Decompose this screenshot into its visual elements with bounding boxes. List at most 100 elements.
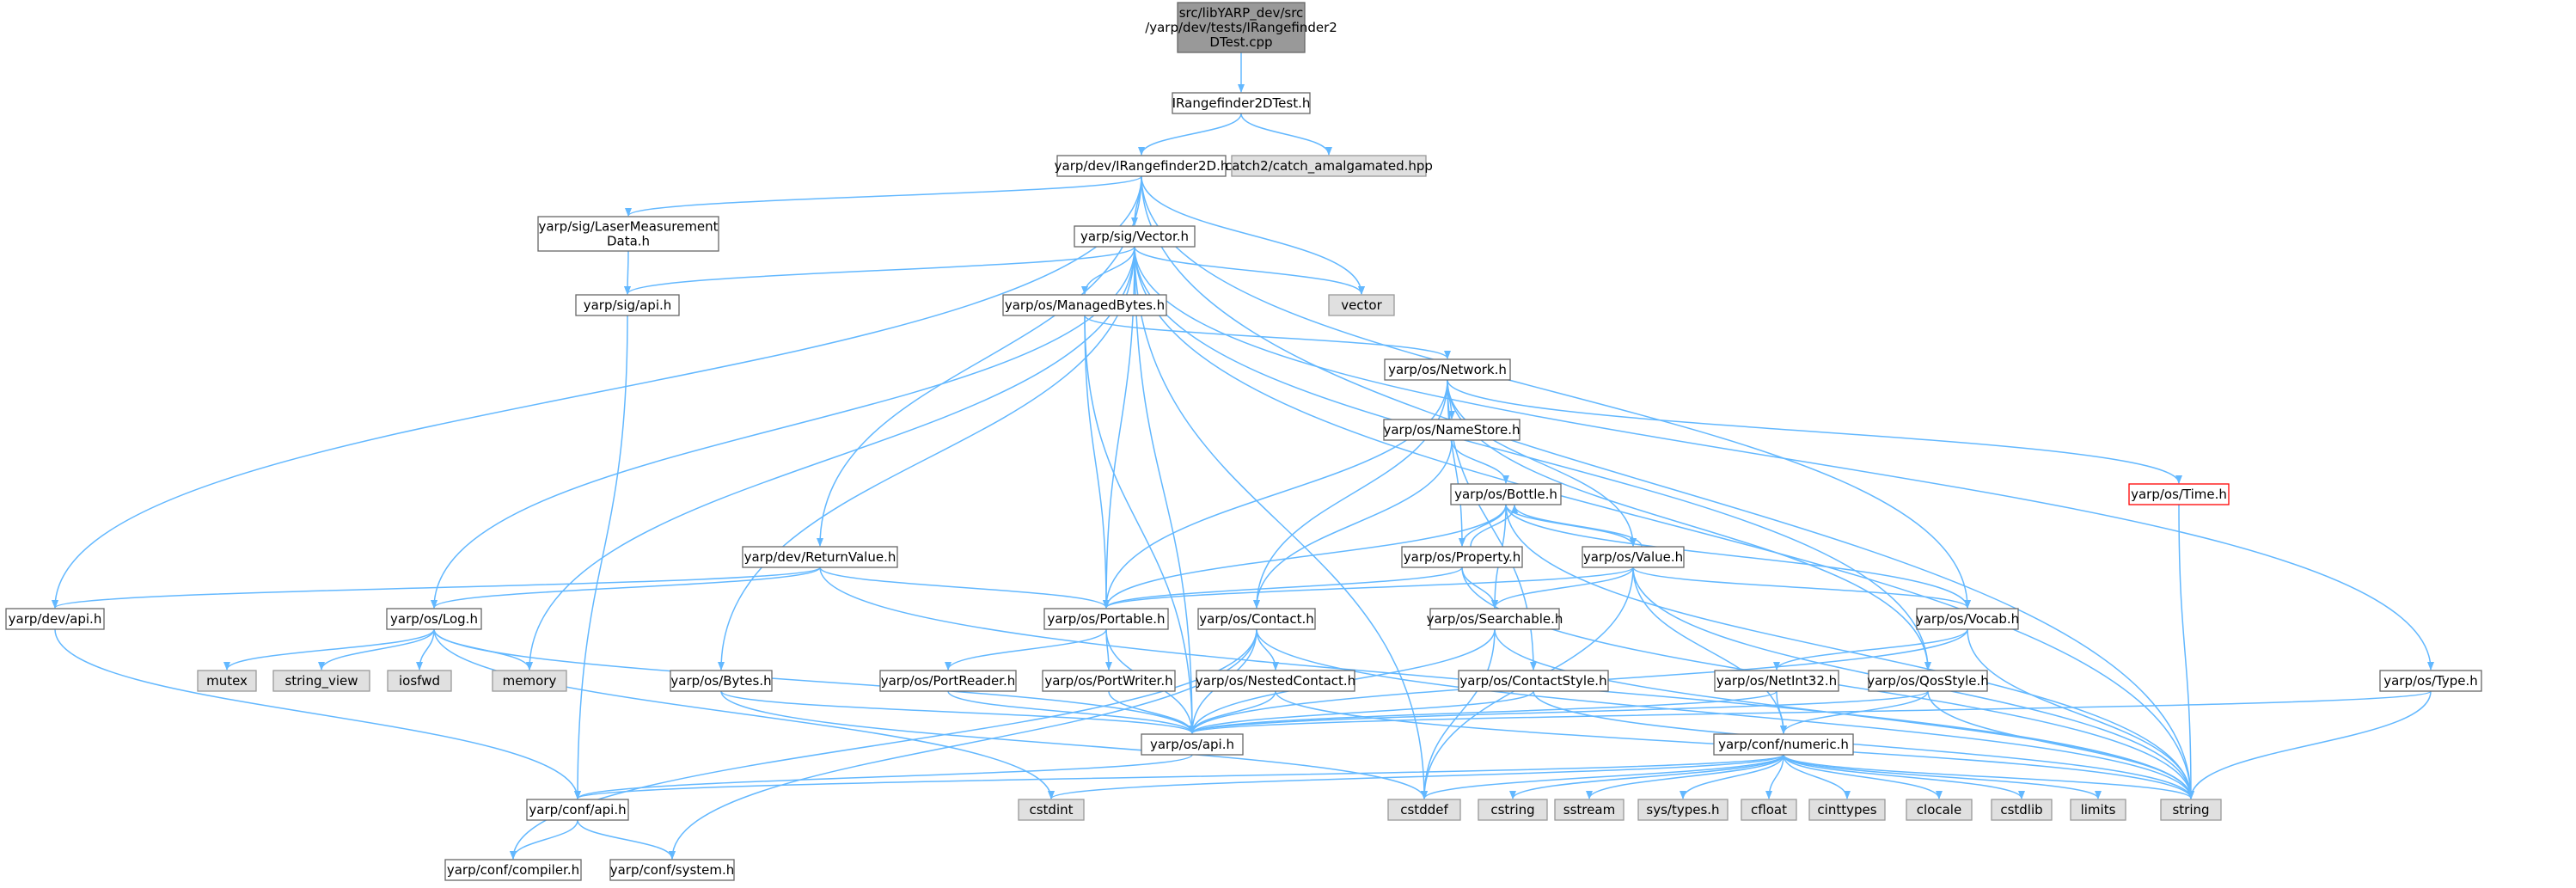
edge-vector_h-to-vector bbox=[1134, 246, 1365, 295]
node-box-managedbytes bbox=[1002, 294, 1167, 316]
node-irange_h[interactable]: yarp/dev/IRangefinder2D.h bbox=[1055, 155, 1229, 177]
node-cstdlib: cstdlib bbox=[1991, 799, 2053, 821]
node-bottle[interactable]: yarp/os/Bottle.h bbox=[1450, 483, 1562, 505]
node-box-bytes bbox=[670, 670, 773, 692]
node-label-portwriter-0: yarp/os/PortWriter.h bbox=[1044, 673, 1172, 689]
node-label-searchable-0: yarp/os/Searchable.h bbox=[1427, 611, 1563, 627]
edge-log-to-mutex bbox=[223, 628, 435, 671]
node-numeric[interactable]: yarp/conf/numeric.h bbox=[1713, 733, 1854, 756]
node-managedbytes[interactable]: yarp/os/ManagedBytes.h bbox=[1002, 294, 1167, 316]
edge-value-to-searchable bbox=[1491, 566, 1634, 609]
node-system[interactable]: yarp/conf/system.h bbox=[609, 859, 735, 881]
node-returnvalue[interactable]: yarp/dev/ReturnValue.h bbox=[742, 546, 898, 568]
edge-vector_h-to-memory bbox=[526, 246, 1135, 671]
node-vector_h[interactable]: yarp/sig/Vector.h bbox=[1074, 225, 1196, 248]
node-systypes: sys/types.h bbox=[1637, 799, 1729, 821]
node-box-iosfwd bbox=[387, 670, 452, 692]
node-netint32[interactable]: yarp/os/NetInt32.h bbox=[1714, 670, 1839, 692]
edge-qosstyle-to-os_api bbox=[1189, 690, 1929, 734]
node-bytes[interactable]: yarp/os/Bytes.h bbox=[670, 670, 773, 692]
node-box-property bbox=[1401, 546, 1523, 568]
node-portable[interactable]: yarp/os/Portable.h bbox=[1043, 608, 1169, 630]
node-portwriter[interactable]: yarp/os/PortWriter.h bbox=[1042, 670, 1176, 692]
edge-vector_h-to-bytes bbox=[718, 246, 1135, 671]
edge-irange_h-to-string bbox=[1141, 175, 2194, 799]
node-property[interactable]: yarp/os/Property.h bbox=[1401, 546, 1523, 568]
node-label-systypes-0: sys/types.h bbox=[1646, 802, 1719, 818]
node-box-log bbox=[386, 608, 482, 630]
node-box-portable bbox=[1043, 608, 1169, 630]
edge-namestore-to-contact bbox=[1253, 439, 1453, 609]
edge-irange_h-to-dev_api bbox=[52, 175, 1142, 609]
edge-numeric-to-string bbox=[1783, 754, 2194, 799]
node-dev_api[interactable]: yarp/dev/api.h bbox=[5, 608, 105, 630]
node-namestore[interactable]: yarp/os/NameStore.h bbox=[1383, 419, 1521, 441]
node-label-vector_h-0: yarp/sig/Vector.h bbox=[1080, 229, 1189, 244]
edge-numeric-to-systypes bbox=[1680, 754, 1784, 799]
edge-log-to-string_view bbox=[318, 628, 435, 671]
node-root[interactable]: src/libYARP_dev/src/yarp/dev/tests/IRang… bbox=[1145, 2, 1337, 53]
edge-managedbytes-to-portable bbox=[1084, 315, 1110, 609]
edge-type-to-string bbox=[2187, 690, 2432, 799]
node-box-dev_api bbox=[5, 608, 105, 630]
node-vocab[interactable]: yarp/os/Vocab.h bbox=[1916, 608, 2019, 630]
node-cinttypes: cinttypes bbox=[1808, 799, 1886, 821]
node-label-sstream-0: sstream bbox=[1563, 802, 1615, 818]
node-contactstyle[interactable]: yarp/os/ContactStyle.h bbox=[1458, 670, 1609, 692]
node-label-contactstyle-0: yarp/os/ContactStyle.h bbox=[1459, 673, 1606, 689]
node-box-string bbox=[2160, 799, 2222, 821]
node-label-cfloat-0: cfloat bbox=[1751, 802, 1787, 818]
node-box-lasermeas bbox=[537, 216, 719, 252]
node-box-cstdint bbox=[1018, 799, 1085, 821]
node-conf_api[interactable]: yarp/conf/api.h bbox=[526, 799, 629, 821]
edge-managedbytes-to-os_api bbox=[1084, 315, 1196, 734]
node-box-searchable bbox=[1429, 608, 1560, 630]
node-label-log-0: yarp/os/Log.h bbox=[390, 611, 478, 627]
edge-bytes-to-cstddef bbox=[720, 690, 1428, 799]
node-label-vector-0: vector bbox=[1341, 297, 1382, 313]
edge-type-to-os_api bbox=[1189, 690, 2432, 734]
node-time[interactable]: yarp/os/Time.h bbox=[2128, 483, 2230, 505]
node-contact[interactable]: yarp/os/Contact.h bbox=[1197, 608, 1316, 630]
node-type[interactable]: yarp/os/Type.h bbox=[2379, 670, 2482, 692]
node-iosfwd: iosfwd bbox=[387, 670, 452, 692]
edge-lasermeas-to-sig_api bbox=[624, 250, 632, 295]
node-compiler[interactable]: yarp/conf/compiler.h bbox=[444, 859, 582, 881]
node-qosstyle[interactable]: yarp/os/QosStyle.h bbox=[1867, 670, 1989, 692]
node-log[interactable]: yarp/os/Log.h bbox=[386, 608, 482, 630]
node-box-portreader bbox=[879, 670, 1017, 692]
node-box-clocale bbox=[1906, 799, 1973, 821]
edge-bottle-to-portable bbox=[1103, 504, 1507, 609]
edge-irange_h-to-vector bbox=[1141, 175, 1365, 295]
node-searchable[interactable]: yarp/os/Searchable.h bbox=[1427, 608, 1563, 630]
edge-numeric-to-cstdint bbox=[1048, 754, 1784, 799]
node-label-iosfwd-0: iosfwd bbox=[399, 673, 440, 689]
node-cfloat: cfloat bbox=[1741, 799, 1797, 821]
node-cstring: cstring bbox=[1478, 799, 1548, 821]
node-catch2: catch2/catch_amalgamated.hpp bbox=[1225, 155, 1433, 177]
edge-log-to-os_api bbox=[433, 628, 1196, 734]
node-label-cstddef-0: cstddef bbox=[1400, 802, 1448, 818]
edge-vocab-to-netint32 bbox=[1773, 628, 1968, 671]
edge-network-to-portable bbox=[1103, 379, 1448, 609]
node-portreader[interactable]: yarp/os/PortReader.h bbox=[879, 670, 1017, 692]
node-irtest_h[interactable]: IRangefinder2DTest.h bbox=[1172, 92, 1311, 114]
node-sig_api[interactable]: yarp/sig/api.h bbox=[575, 294, 680, 316]
node-value[interactable]: yarp/os/Value.h bbox=[1582, 546, 1685, 568]
node-label-contact-0: yarp/os/Contact.h bbox=[1199, 611, 1314, 627]
node-label-bottle-0: yarp/os/Bottle.h bbox=[1454, 487, 1557, 502]
node-box-vocab bbox=[1916, 608, 2019, 630]
node-label-cstdint-0: cstdint bbox=[1029, 802, 1073, 818]
node-label-property-0: yarp/os/Property.h bbox=[1404, 549, 1521, 565]
node-clocale: clocale bbox=[1906, 799, 1973, 821]
node-label-lasermeas-0: yarp/sig/LaserMeasurement bbox=[538, 219, 718, 235]
edge-numeric-to-cstring bbox=[1509, 754, 1784, 799]
node-label-os_api-0: yarp/os/api.h bbox=[1150, 737, 1234, 752]
node-label-clocale-0: clocale bbox=[1917, 802, 1961, 818]
edge-value-to-portable bbox=[1103, 566, 1634, 609]
node-network[interactable]: yarp/os/Network.h bbox=[1384, 358, 1511, 381]
node-os_api[interactable]: yarp/os/api.h bbox=[1141, 733, 1244, 756]
node-nestedcontact[interactable]: yarp/os/NestedContact.h bbox=[1196, 670, 1355, 692]
